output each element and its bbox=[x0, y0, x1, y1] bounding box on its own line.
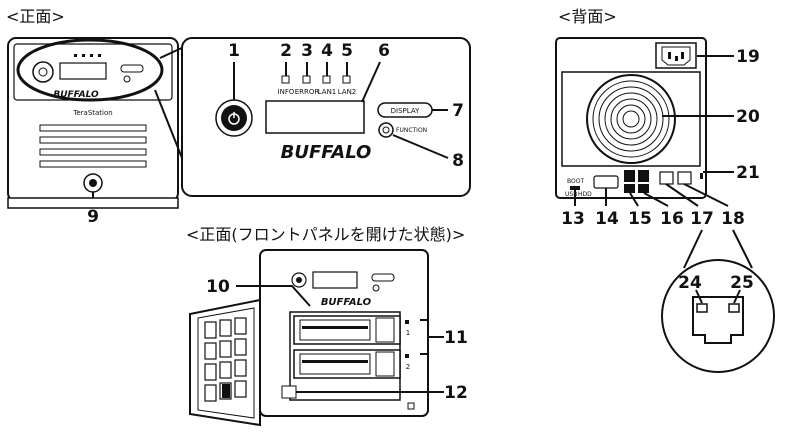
back-unit: BOOT USB HDD bbox=[555, 37, 707, 199]
callout-17: 17 bbox=[690, 209, 714, 229]
zoom-ellipse bbox=[16, 38, 164, 102]
lan-led-left bbox=[696, 303, 708, 313]
callout-10: 10 bbox=[206, 277, 230, 297]
front-unit: BUFFALO TeraStation bbox=[7, 37, 179, 209]
title-front: <正面> bbox=[6, 7, 65, 26]
led-info bbox=[281, 75, 290, 84]
led-label-lan1: LAN1 bbox=[318, 88, 337, 96]
lan-port-2 bbox=[677, 171, 692, 185]
callout-6: 6 bbox=[378, 41, 390, 61]
usb-mode-label: USB bbox=[565, 191, 577, 198]
usb-port-1b bbox=[624, 184, 635, 193]
open-front-unit: BUFFALO 1 2 bbox=[259, 249, 429, 417]
front-power-button-small bbox=[32, 61, 54, 83]
callout-3: 3 bbox=[301, 41, 313, 61]
callout-1: 1 bbox=[228, 41, 240, 61]
callout-5: 5 bbox=[341, 41, 353, 61]
serial-port bbox=[593, 175, 619, 189]
callout-19: 19 bbox=[736, 47, 760, 67]
front-unit-model: TeraStation bbox=[72, 109, 112, 117]
led-label-error: ERROR bbox=[295, 88, 320, 96]
front-lcd-small bbox=[59, 62, 107, 80]
callout-7: 7 bbox=[452, 101, 464, 121]
led-label-lan2: LAN2 bbox=[338, 88, 357, 96]
usb-port-2b bbox=[638, 184, 649, 193]
function-button bbox=[378, 122, 394, 138]
callout-16: 16 bbox=[660, 209, 684, 229]
front-panel-brand: BUFFALO bbox=[281, 142, 372, 163]
drive-label-1: 1 bbox=[406, 329, 410, 337]
callout-9: 9 bbox=[87, 207, 99, 227]
lan-port-magnifier bbox=[661, 259, 775, 373]
callout-11: 11 bbox=[444, 328, 468, 348]
callout-24: 24 bbox=[678, 273, 702, 293]
boot-label: BOOT bbox=[567, 178, 584, 185]
callout-25: 25 bbox=[730, 273, 754, 293]
display-button-label: DISPLAY bbox=[391, 107, 420, 115]
led-label-info: INFO bbox=[278, 88, 295, 96]
front-panel-detail: INFO ERROR LAN1 LAN2 DISPLAY FUNCTION BU… bbox=[181, 37, 471, 197]
led-error bbox=[302, 75, 311, 84]
callout-13: 13 bbox=[561, 209, 585, 229]
callout-4: 4 bbox=[321, 41, 333, 61]
lan-port-1 bbox=[659, 171, 674, 185]
callout-20: 20 bbox=[736, 107, 760, 127]
callout-15: 15 bbox=[628, 209, 652, 229]
usb-port-2a bbox=[638, 170, 649, 182]
callout-8: 8 bbox=[452, 151, 464, 171]
front-door-open bbox=[189, 298, 261, 427]
led-lan2 bbox=[342, 75, 351, 84]
title-front-open: <正面(フロントパネルを開けた状態)> bbox=[186, 225, 465, 244]
function-label: FUNCTION bbox=[396, 127, 427, 134]
usb-port-1a bbox=[624, 170, 635, 182]
lcd-display bbox=[265, 100, 365, 134]
callout-14: 14 bbox=[595, 209, 619, 229]
callout-12: 12 bbox=[444, 383, 468, 403]
front-unit-brand: BUFFALO bbox=[53, 90, 99, 100]
callout-2: 2 bbox=[280, 41, 292, 61]
title-back: <背面> bbox=[558, 7, 617, 26]
led-lan1 bbox=[322, 75, 331, 84]
hdd-mode-label: HDD bbox=[578, 191, 592, 198]
callout-18: 18 bbox=[721, 209, 745, 229]
drive-label-2: 2 bbox=[406, 363, 410, 371]
open-unit-brand: BUFFALO bbox=[321, 297, 372, 308]
callout-21: 21 bbox=[736, 163, 760, 183]
boot-switch bbox=[570, 186, 580, 190]
lan-led-right bbox=[728, 303, 740, 313]
